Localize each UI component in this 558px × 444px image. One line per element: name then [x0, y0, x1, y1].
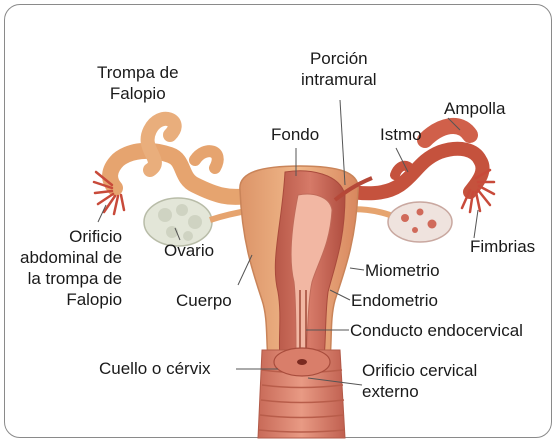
right-ovary: [388, 202, 452, 242]
leader-orificio-abdominal: [98, 205, 106, 222]
leader-miometrio: [350, 268, 364, 270]
label-cuello-o-cervix: Cuello o cérvix: [99, 358, 211, 379]
label-miometrio: Miometrio: [365, 260, 440, 281]
label-ovario: Ovario: [164, 240, 214, 261]
label-orificio-abdominal: Orificio abdominal de la trompa de Falop…: [20, 226, 122, 310]
label-ampolla: Ampolla: [444, 98, 505, 119]
label-orificio-cervical-externo: Orificio cervical externo: [362, 360, 477, 402]
external-os: [297, 359, 307, 365]
label-istmo: Istmo: [380, 124, 422, 145]
left-fallopian-tube: [110, 151, 252, 197]
label-fondo: Fondo: [271, 124, 319, 145]
label-fimbrias: Fimbrias: [470, 236, 535, 257]
label-trompa-de-falopio: Trompa de Falopio: [97, 62, 179, 104]
label-porcion-intramural: Porción intramural: [301, 48, 377, 90]
label-endometrio: Endometrio: [351, 290, 438, 311]
label-conducto-endocervical: Conducto endocervical: [350, 320, 523, 341]
leader-fimbrias: [474, 210, 478, 238]
label-cuerpo: Cuerpo: [176, 290, 232, 311]
leader-cuerpo: [238, 255, 252, 285]
